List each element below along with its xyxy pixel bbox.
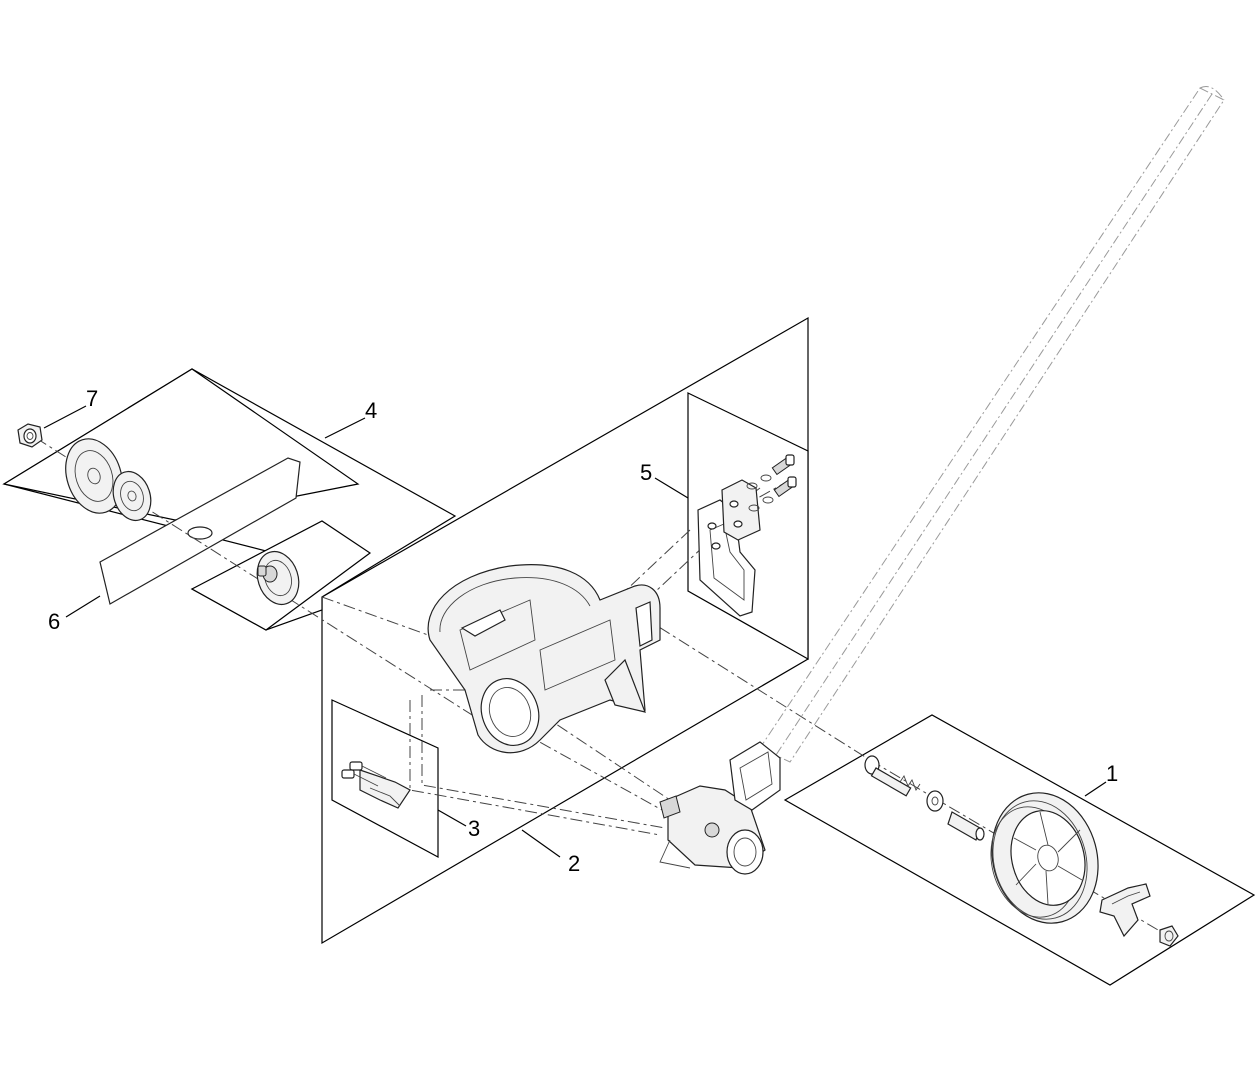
drive-shaft-icon (759, 86, 1225, 763)
flange-nut-icon (17, 423, 43, 448)
callout-1: 1 (1106, 761, 1118, 786)
wheel-axle-bolt-icon (864, 755, 921, 797)
leader-lines (43, 405, 1107, 858)
wheel-spacer-icon (947, 811, 985, 841)
inner-flange-icon (112, 470, 152, 522)
edger-blade-icon (99, 457, 301, 605)
spindle-flange-icon (256, 550, 300, 606)
callout-3: 3 (468, 816, 480, 841)
bracket-screws-icon (746, 454, 797, 512)
wheel-assembly-icon (990, 792, 1099, 924)
wheel-washer-icon (926, 790, 944, 812)
gearbox-icon (659, 741, 781, 875)
blade-guard-icon (427, 564, 661, 754)
callout-5: 5 (640, 460, 652, 485)
outer-flange-icon (65, 438, 123, 514)
mounting-bracket-icon (697, 479, 761, 617)
callout-2: 2 (568, 851, 580, 876)
callout-4: 4 (365, 398, 377, 423)
wheel-hub-cap-icon (1099, 883, 1151, 938)
callout-6: 6 (48, 609, 60, 634)
callout-7: 7 (86, 386, 98, 411)
wheel-nut-icon (1159, 925, 1179, 947)
clip-bracket-icon (341, 761, 411, 809)
